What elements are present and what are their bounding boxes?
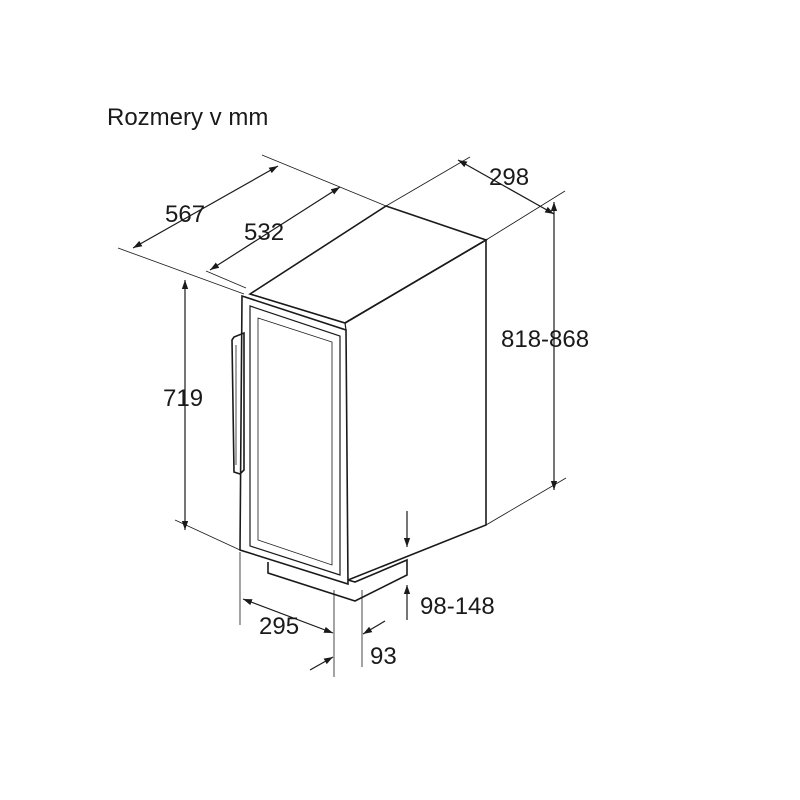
dim-label-818-868: 818-868 [501, 326, 589, 353]
dim-label-93: 93 [370, 643, 397, 670]
cabinet-top-face [248, 205, 488, 324]
plinth [267, 558, 408, 602]
door-glass-outer [249, 305, 341, 576]
diagram-title: Rozmery v mm [107, 104, 269, 131]
dim-label-298: 298 [489, 164, 529, 191]
cabinet-side-face [344, 238, 487, 581]
door [239, 293, 349, 586]
dim-label-295: 295 [259, 613, 299, 640]
dim-label-98-148: 98-148 [420, 593, 495, 620]
dim-label-532: 532 [244, 219, 284, 246]
dim-label-567: 567 [165, 201, 205, 228]
door-frame [239, 294, 349, 586]
cabinet-outline [248, 205, 488, 602]
door-glass-inner [257, 317, 333, 566]
dim-label-719: 719 [163, 385, 203, 412]
dimension-lines [132, 159, 558, 671]
door-top-edge [249, 293, 347, 331]
door-handle [231, 331, 245, 475]
